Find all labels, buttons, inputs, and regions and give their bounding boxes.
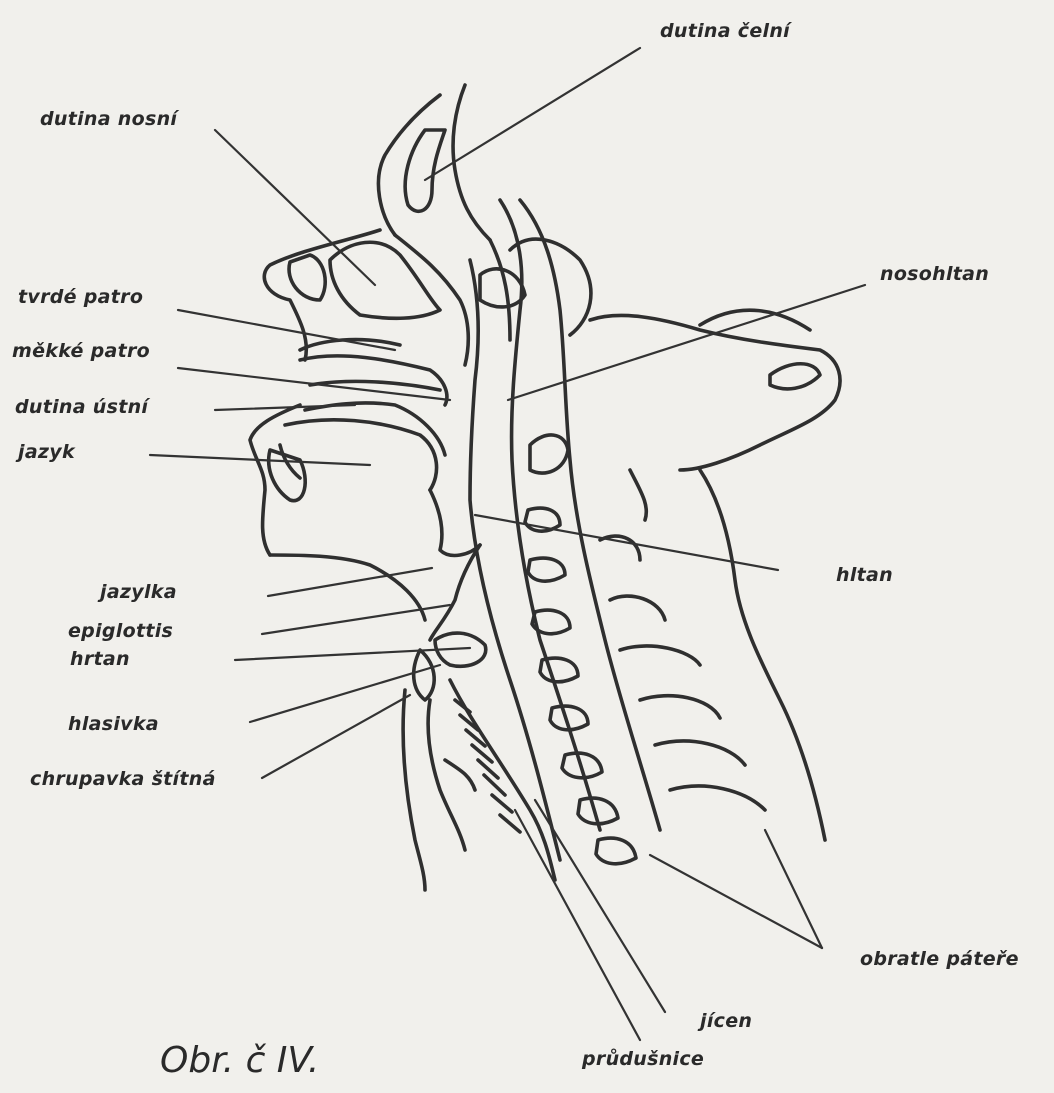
label-mekke-patro: měkké patro [12,342,150,361]
label-hrtan: hrtan [70,650,130,669]
label-jazyk: jazyk [18,443,75,462]
label-epiglottis: epiglottis [68,622,173,641]
anatomy-outline [250,85,840,890]
label-obratle-patere: obratle páteře [860,950,1019,969]
label-jicen: jícen [700,1012,752,1031]
leader-obratle-2 [765,830,822,948]
leader-hrtan [235,648,470,660]
leader-lines [150,48,865,1040]
leader-prudusnice [515,810,640,1040]
leader-chrupavka [262,695,410,778]
leader-dutina-ustni [215,405,355,410]
label-dutina-ustni: dutina ústní [15,398,148,417]
leader-obratle-1 [650,855,822,948]
label-jazylka: jazylka [100,583,177,602]
leader-epiglottis [262,605,450,634]
leader-hlasivka [250,665,440,722]
label-prudusnice: průdušnice [582,1050,704,1069]
label-hlasivka: hlasivka [68,715,159,734]
label-dutina-celni: dutina čelní [660,22,790,41]
figure-caption: Obr. č IV. [160,1040,319,1081]
label-chrupavka-stitna: chrupavka štítná [30,770,216,789]
label-tvrde-patro: tvrdé patro [18,288,143,307]
label-dutina-nosni: dutina nosní [40,110,177,129]
label-nosohltan: nosohltan [880,265,989,284]
label-hltan: hltan [836,566,893,585]
